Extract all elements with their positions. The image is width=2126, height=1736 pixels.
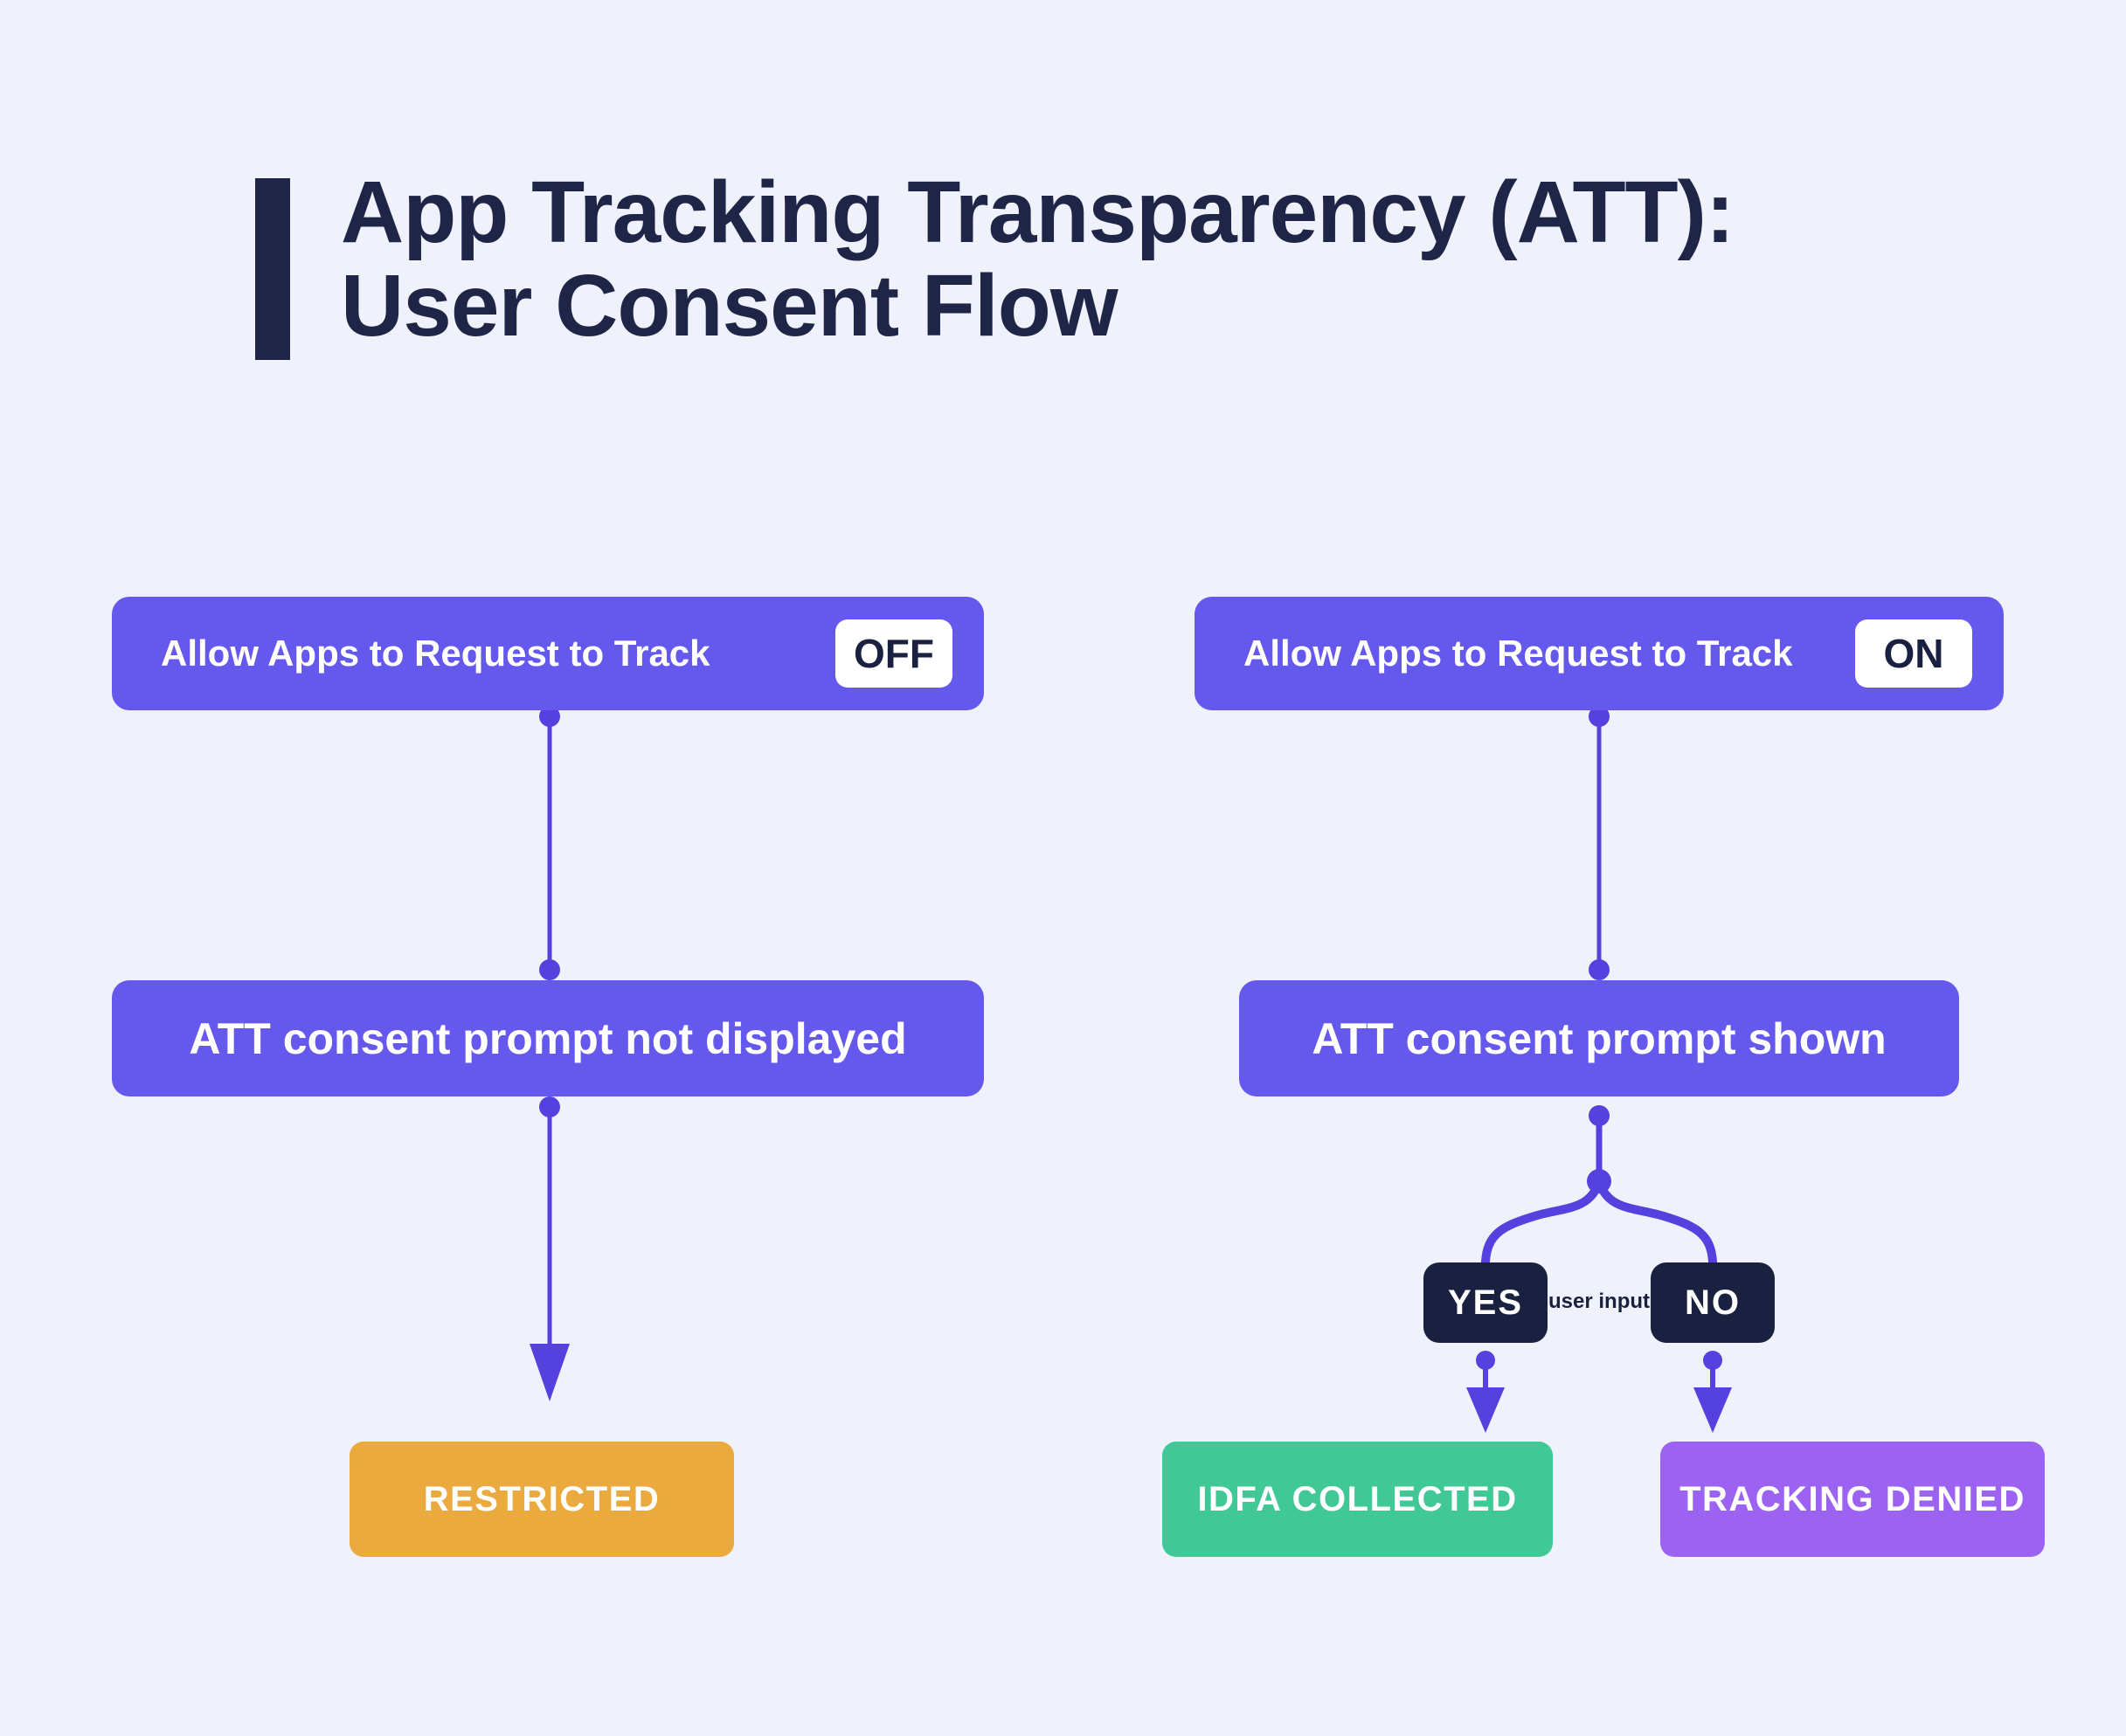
outcome-label: RESTRICTED <box>423 1479 661 1518</box>
node-decision-yes: YES <box>1423 1262 1548 1343</box>
page-title-line2: User Consent Flow <box>341 257 1118 355</box>
decision-caption-user-input: user input <box>1548 1290 1651 1313</box>
connector-dot <box>1476 1351 1495 1370</box>
title-accent-bar <box>255 178 290 360</box>
connector-dot <box>1589 959 1610 980</box>
node-prompt-not-displayed: ATT consent prompt not displayed <box>112 980 984 1096</box>
node-outcome-tracking-denied: TRACKING DENIED <box>1660 1442 2045 1557</box>
connector-dot <box>1703 1351 1722 1370</box>
connector-dot <box>1589 1105 1610 1126</box>
split-curve-right <box>1595 1177 1717 1266</box>
node-prompt-shown: ATT consent prompt shown <box>1239 980 1959 1096</box>
connector-dot <box>539 1096 560 1117</box>
toggle-label: Allow Apps to Request to Track <box>1243 633 1793 674</box>
step-label: ATT consent prompt shown <box>1312 1013 1887 1063</box>
decision-no-label: NO <box>1685 1283 1741 1322</box>
outcome-label: TRACKING DENIED <box>1679 1479 2026 1518</box>
decision-yes-label: YES <box>1447 1283 1524 1322</box>
node-allow-apps-track-off: Allow Apps to Request to Track OFF <box>112 597 984 710</box>
split-curve-left <box>1481 1177 1603 1266</box>
connector-dot <box>539 959 560 980</box>
node-allow-apps-track-on: Allow Apps to Request to Track ON <box>1195 597 2004 710</box>
step-label: ATT consent prompt not displayed <box>189 1013 907 1063</box>
toggle-state-badge-off: OFF <box>835 619 952 688</box>
arrowhead-down <box>1466 1387 1505 1433</box>
arrowhead-down <box>1693 1387 1732 1433</box>
split-junction-dot <box>1587 1169 1611 1193</box>
node-outcome-idfa-collected: IDFA COLLECTED <box>1162 1442 1553 1557</box>
toggle-label: Allow Apps to Request to Track <box>161 633 710 674</box>
arrowhead-down <box>530 1344 570 1401</box>
page-title: App Tracking Transparency (ATT): User Co… <box>341 166 1949 353</box>
node-decision-no: NO <box>1651 1262 1775 1343</box>
node-outcome-restricted: RESTRICTED <box>350 1442 734 1557</box>
outcome-label: IDFA COLLECTED <box>1197 1479 1518 1518</box>
toggle-state-badge-on: ON <box>1855 619 1972 688</box>
page-title-line1: App Tracking Transparency (ATT): <box>341 163 1735 261</box>
